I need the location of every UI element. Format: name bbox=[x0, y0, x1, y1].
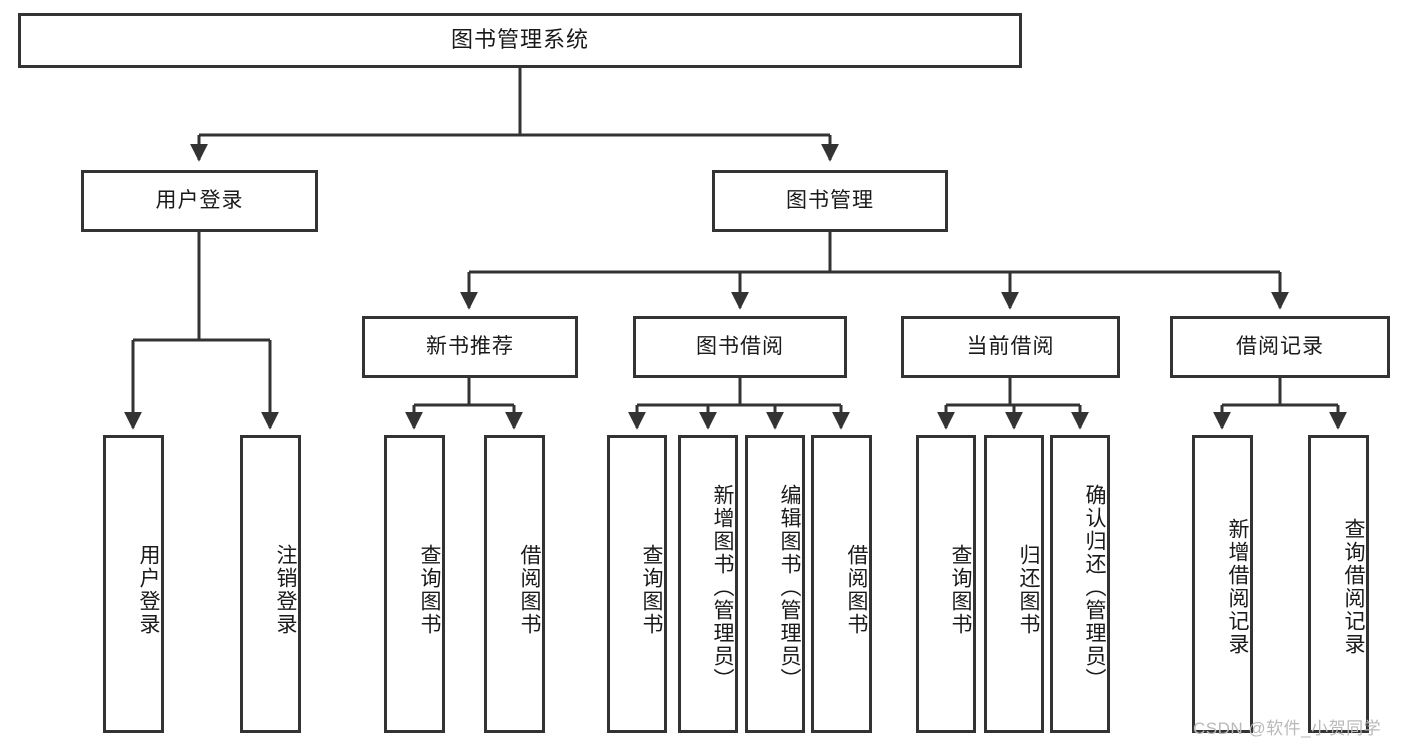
leaf-book-borrow-add-book-admin[interactable]: 新增图书（管理员） bbox=[678, 435, 738, 733]
node-label: 查询图书 bbox=[418, 544, 441, 636]
leaf-book-borrow-query-book[interactable]: 查询图书 bbox=[607, 435, 667, 733]
node-borrow-record[interactable]: 借阅记录 bbox=[1170, 316, 1390, 378]
node-current-borrow[interactable]: 当前借阅 bbox=[901, 316, 1120, 378]
leaf-borrow-record-add-record[interactable]: 新增借阅记录 bbox=[1192, 435, 1253, 733]
csdn-watermark: CSDN @软件_小贺同学 bbox=[1193, 714, 1381, 739]
leaf-book-borrow-borrow-book[interactable]: 借阅图书 bbox=[811, 435, 872, 733]
node-label: 查询图书 bbox=[640, 544, 663, 636]
node-label: 用户登录 bbox=[137, 544, 160, 636]
leaf-borrow-record-query-record[interactable]: 查询借阅记录 bbox=[1308, 435, 1369, 733]
node-label: 借阅图书 bbox=[845, 544, 868, 636]
node-label: 查询借阅记录 bbox=[1342, 518, 1365, 656]
node-label: 图书管理 bbox=[786, 189, 874, 213]
node-label: 借阅记录 bbox=[1236, 335, 1324, 359]
node-book-management[interactable]: 图书管理 bbox=[712, 170, 948, 232]
node-book-borrow[interactable]: 图书借阅 bbox=[633, 316, 847, 378]
leaf-user-login-logout[interactable]: 注销登录 bbox=[240, 435, 301, 733]
leaf-current-borrow-confirm-return-admin[interactable]: 确认归还（管理员） bbox=[1050, 435, 1110, 733]
node-user-login[interactable]: 用户登录 bbox=[81, 170, 318, 232]
node-label: 当前借阅 bbox=[966, 335, 1055, 359]
node-label: 图书借阅 bbox=[696, 335, 784, 359]
node-label: 新书推荐 bbox=[426, 335, 514, 359]
leaf-new-book-borrow-book[interactable]: 借阅图书 bbox=[484, 435, 545, 733]
leaf-book-borrow-edit-book-admin[interactable]: 编辑图书（管理员） bbox=[745, 435, 805, 733]
leaf-new-book-query-book[interactable]: 查询图书 bbox=[384, 435, 445, 733]
node-label: 查询图书 bbox=[949, 544, 972, 636]
node-root-book-management-system[interactable]: 图书管理系统 bbox=[18, 13, 1022, 68]
node-label: 归还图书 bbox=[1017, 544, 1040, 636]
leaf-current-borrow-query-book[interactable]: 查询图书 bbox=[916, 435, 976, 733]
node-label: 用户登录 bbox=[155, 189, 244, 213]
node-label: 图书管理系统 bbox=[450, 27, 589, 53]
node-label: 新增借阅记录 bbox=[1226, 518, 1249, 656]
node-label: 注销登录 bbox=[274, 544, 297, 636]
node-label: 编辑图书（管理员） bbox=[778, 483, 801, 691]
node-label: 借阅图书 bbox=[518, 544, 541, 636]
node-new-book-recommend[interactable]: 新书推荐 bbox=[362, 316, 578, 378]
node-label: 新增图书（管理员） bbox=[711, 483, 734, 691]
leaf-current-borrow-return-book[interactable]: 归还图书 bbox=[984, 435, 1044, 733]
node-label: 确认归还（管理员） bbox=[1083, 483, 1106, 691]
leaf-user-login-login[interactable]: 用户登录 bbox=[103, 435, 164, 733]
watermark-text: CSDN @软件_小贺同学 bbox=[1193, 719, 1382, 738]
